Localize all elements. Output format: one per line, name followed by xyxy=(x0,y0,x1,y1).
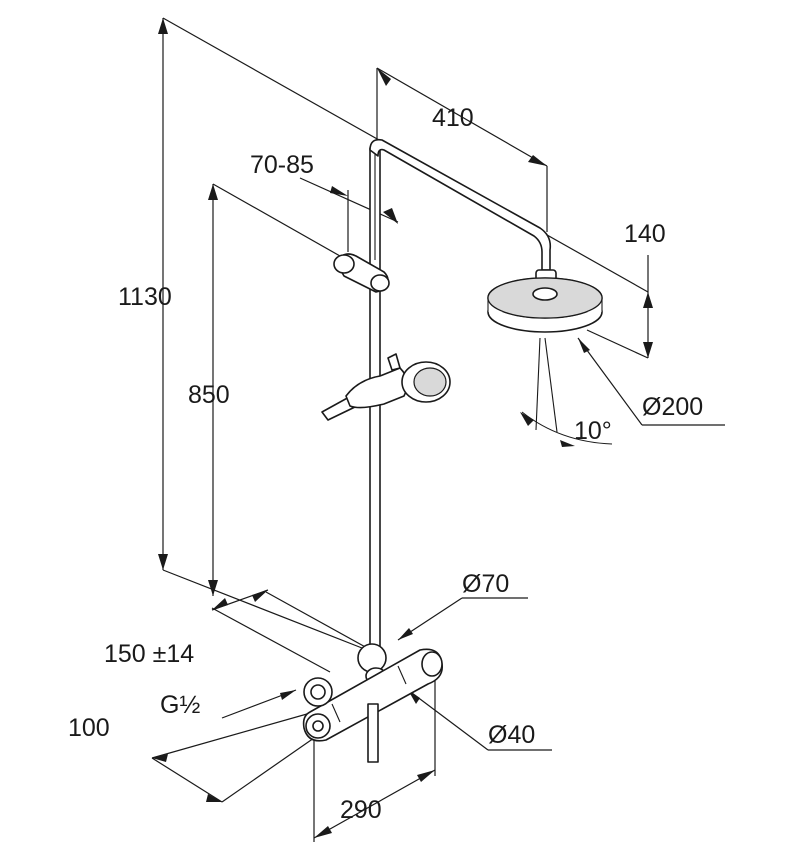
dim-angle-10-label: 10° xyxy=(574,417,612,445)
dim-diameter-40-label: Ø40 xyxy=(488,721,535,749)
dim-1130-label: 1130 xyxy=(118,283,172,311)
dim-diameter-200-label: Ø200 xyxy=(642,393,703,421)
dimension-labels: 410 70-85 140 1130 850 Ø200 10° Ø70 150 … xyxy=(68,104,703,824)
hand-shower xyxy=(321,353,451,421)
thread-g-half-label: G½ xyxy=(160,691,200,719)
thermostat-mixer xyxy=(302,648,444,763)
dim-290-label: 290 xyxy=(340,796,382,824)
dim-150-tolerance-label: 150 ±14 xyxy=(104,640,194,668)
dim-diameter-70-label: Ø70 xyxy=(462,570,509,598)
shower-parts xyxy=(302,138,603,763)
dim-140-label: 140 xyxy=(624,220,666,248)
dimension-lines xyxy=(151,17,725,842)
rail-bracket-upper xyxy=(333,253,390,293)
dim-410-label: 410 xyxy=(432,104,474,132)
dim-850-label: 850 xyxy=(188,381,230,409)
overhead-arm xyxy=(369,138,552,271)
dim-100-label: 100 xyxy=(68,714,110,742)
dim-70-85-label: 70-85 xyxy=(250,151,314,179)
overhead-shower-head xyxy=(487,277,603,333)
